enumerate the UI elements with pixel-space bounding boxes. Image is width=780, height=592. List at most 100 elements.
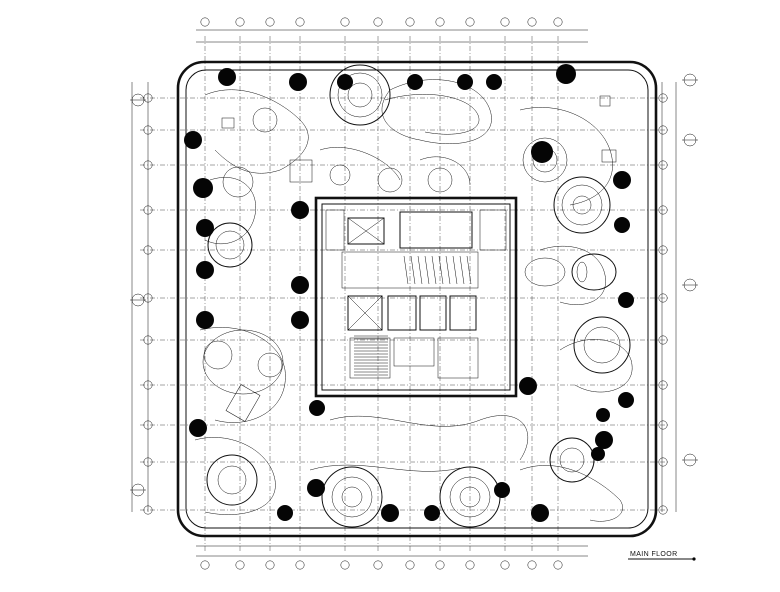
horizontal-grid-lines	[140, 97, 668, 511]
drawing-title-block: MAIN FLOOR	[628, 551, 696, 561]
seating-clusters	[221, 95, 617, 422]
grid-marker	[200, 17, 210, 27]
hatch-line	[459, 255, 465, 285]
central-building	[314, 196, 518, 398]
tree-icon	[486, 74, 502, 90]
grid-marker	[500, 560, 510, 570]
tree-icon	[277, 505, 293, 521]
grid-marker	[143, 380, 153, 390]
grid-marker	[143, 505, 153, 515]
grid-marker	[465, 17, 475, 27]
grid-marker	[658, 420, 668, 430]
tree-icon	[193, 178, 213, 198]
grid-marker	[143, 335, 153, 345]
grid-marker	[373, 17, 383, 27]
grid-marker	[143, 125, 153, 135]
circular-plazas	[203, 64, 631, 528]
grid-marker	[235, 17, 245, 27]
hatch-line	[438, 255, 444, 285]
tree-icon	[189, 419, 207, 437]
tree-icon	[407, 74, 423, 90]
grid-marker	[658, 505, 668, 515]
tree-icon	[457, 74, 473, 90]
hatch-line	[452, 255, 458, 285]
grid-marker	[465, 560, 475, 570]
tree-symbols	[184, 64, 634, 522]
grid-marker	[658, 93, 668, 103]
tree-icon	[531, 141, 553, 163]
dimension-lines	[131, 29, 677, 557]
grid-marker	[658, 380, 668, 390]
tree-icon	[591, 447, 605, 461]
tree-icon	[291, 201, 309, 219]
grid-marker	[435, 560, 445, 570]
grid-marker	[658, 205, 668, 215]
grid-marker	[143, 205, 153, 215]
grid-marker	[435, 17, 445, 27]
grid-marker	[295, 17, 305, 27]
grid-marker	[340, 560, 350, 570]
hatch-line	[417, 255, 423, 285]
stair-lines	[354, 255, 472, 376]
tree-icon	[618, 292, 634, 308]
hatch-line	[431, 255, 437, 285]
grid-marker	[143, 160, 153, 170]
grid-marker	[405, 560, 415, 570]
drawing-title: MAIN FLOOR	[630, 551, 678, 558]
tree-icon	[196, 311, 214, 329]
tree-icon	[307, 479, 325, 497]
grid-marker	[527, 560, 537, 570]
tree-icon	[196, 261, 214, 279]
tree-icon	[424, 505, 440, 521]
grid-marker	[553, 17, 563, 27]
tree-icon	[218, 68, 236, 86]
grid-marker	[527, 17, 537, 27]
tree-icon	[614, 217, 630, 233]
vertical-grid-lines	[204, 36, 559, 552]
grid-marker	[235, 560, 245, 570]
grid-marker	[658, 160, 668, 170]
grid-marker	[405, 17, 415, 27]
tree-icon	[309, 400, 325, 416]
hatch-line	[410, 255, 416, 285]
tree-icon	[337, 74, 353, 90]
grid-marker	[143, 245, 153, 255]
tree-icon	[494, 482, 510, 498]
grid-marker	[500, 17, 510, 27]
oval-features	[202, 253, 617, 395]
hatch-line	[445, 255, 451, 285]
hatch-line	[424, 255, 430, 285]
tree-icon	[184, 131, 202, 149]
grid-marker	[200, 560, 210, 570]
grid-marker	[340, 17, 350, 27]
grid-marker	[658, 293, 668, 303]
tree-icon	[595, 431, 613, 449]
tree-icon	[613, 171, 631, 189]
grid-marker	[373, 560, 383, 570]
tree-icon	[531, 504, 549, 522]
tree-icon	[556, 64, 576, 84]
grid-marker	[658, 457, 668, 467]
tree-icon	[289, 73, 307, 91]
grid-marker	[658, 335, 668, 345]
tree-icon	[291, 276, 309, 294]
tree-icon	[291, 311, 309, 329]
grid-marker	[143, 457, 153, 467]
grid-marker	[265, 560, 275, 570]
grid-marker	[265, 17, 275, 27]
tree-icon	[618, 392, 634, 408]
grid-marker	[658, 125, 668, 135]
grid-marker	[658, 245, 668, 255]
hatch-line	[403, 255, 409, 285]
section-markers	[130, 73, 698, 497]
tree-icon	[519, 377, 537, 395]
tree-icon	[381, 504, 399, 522]
site-boundary	[176, 60, 658, 538]
grid-marker	[143, 420, 153, 430]
tree-icon	[196, 219, 214, 237]
garden-paths	[194, 79, 633, 522]
hatch-line	[466, 255, 472, 285]
grid-marker	[295, 560, 305, 570]
grid-marker	[553, 560, 563, 570]
